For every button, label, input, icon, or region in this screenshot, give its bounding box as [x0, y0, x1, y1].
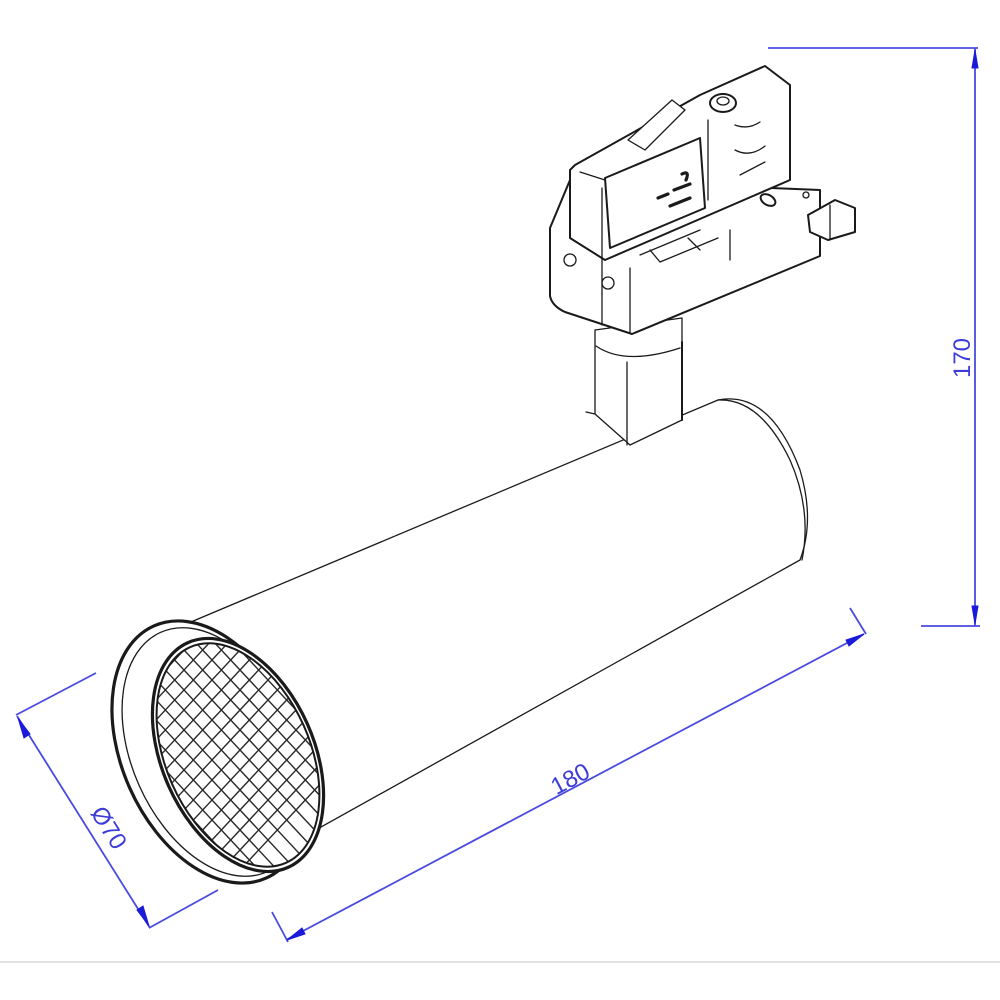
dimension-diameter-label: Ø70	[85, 802, 132, 855]
dimension-length-label: 180	[546, 758, 594, 801]
track-adapter	[549, 65, 856, 335]
dimension-height: 170	[768, 47, 980, 627]
cylinder-body	[159, 398, 809, 876]
connector-stem	[585, 317, 683, 446]
dimension-height-label: 170	[949, 338, 976, 378]
